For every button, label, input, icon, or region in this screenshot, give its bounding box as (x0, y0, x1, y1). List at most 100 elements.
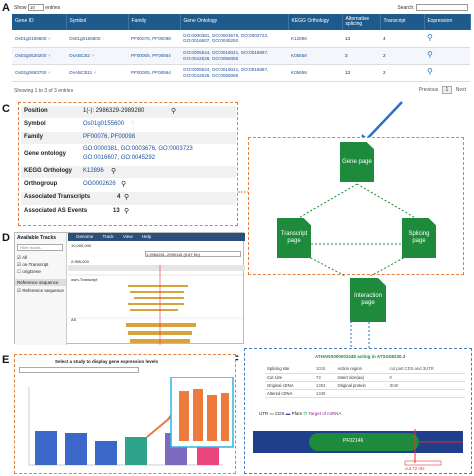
col-family[interactable]: Family (128, 14, 181, 30)
col-expression[interactable]: Expression (424, 14, 471, 30)
kegg-cell[interactable]: K05658 (288, 47, 342, 65)
symbol-link[interactable]: OsABCB11 ♂ (66, 64, 128, 82)
kegg-value[interactable]: K12896 (83, 168, 104, 174)
transcript-page-node[interactable]: Transcript page (277, 218, 311, 258)
go-cell[interactable]: GO:0005524, GO:0016021, GO:0016887, GO:0… (180, 64, 288, 82)
checkbox-icon[interactable]: ☑ (17, 255, 22, 260)
gene-id-text[interactable]: Os02g0530200 (15, 52, 47, 58)
symbol-text[interactable]: OsABCB2 (69, 52, 90, 58)
kegg-cell[interactable]: K12896 (288, 30, 342, 48)
scale-tick: 2,985,000 (71, 259, 89, 264)
page-network-diagram: Gene page Transcript page Splicing page (248, 137, 464, 276)
col-gene-ontology[interactable]: Gene Ontology (180, 14, 289, 30)
go-label: Gene ontology (24, 151, 66, 157)
search-icon[interactable]: ⚲ (124, 208, 130, 215)
next-button[interactable]: Next (455, 87, 466, 93)
filter-tracks-input[interactable]: Filter tracks (17, 244, 63, 251)
expression-cell[interactable]: ⚲ (424, 30, 470, 48)
gene-id-text[interactable]: Os01g0155600 (15, 35, 47, 41)
panel-label-c: C (2, 103, 10, 115)
go-cell[interactable]: GO:0005524, GO:0016021, GO:0016887, GO:0… (180, 47, 288, 65)
track-item-label: os-Transcript (22, 262, 49, 267)
prev-button[interactable]: Previous (418, 87, 439, 93)
menu-track[interactable]: Track (102, 234, 114, 239)
transcripts-row: Associated Transcripts 4 ⚲ (21, 192, 236, 205)
interaction-page-node[interactable]: Interaction page (350, 278, 386, 322)
as-cell: 3 (342, 47, 380, 65)
expression-cell[interactable]: ⚲ (424, 64, 470, 82)
search-icon[interactable]: ⚲ (124, 194, 130, 201)
expression-title: Select a study to display gene expressio… (55, 359, 159, 364)
as-events-label: Associated AS Events (24, 208, 88, 214)
study-select[interactable] (19, 367, 139, 373)
row-key: Altered cDNA (265, 389, 315, 398)
browser-menubar: Genome Track View Help (68, 233, 245, 241)
magnifier-icon[interactable]: ⚲ (427, 33, 433, 42)
entries-select[interactable]: 10 (27, 4, 44, 11)
go-value-line1[interactable]: GO:0000381, GO:0003676, GO:0003723 (83, 146, 193, 152)
search-icon[interactable]: ⚲ (121, 181, 127, 188)
go-value-line2[interactable]: GO:0016607, GO:0045292 (83, 155, 156, 161)
track-item[interactable]: ☑ All (17, 255, 27, 261)
gene-id-link[interactable]: Os02g0530200 ♂ (12, 47, 66, 65)
family-cell[interactable]: PF00076, PF00098 (128, 30, 180, 48)
magnifier-icon[interactable]: ⚲ (427, 50, 433, 60)
tracks-title: Available Tracks (17, 235, 57, 241)
col-transcript[interactable]: Transcript (380, 14, 425, 30)
col-gene-id[interactable]: Gene ID (12, 14, 67, 30)
search-icon[interactable]: ⚲ (171, 108, 177, 115)
row-value: 1353 (314, 381, 336, 390)
checkbox-icon[interactable]: ☑ (17, 288, 22, 293)
family-cell[interactable]: PF00005, PF00664 (128, 64, 180, 82)
gene-search-results: Show 10 entries Search: Gene ID Symbol F… (12, 2, 471, 98)
search-icon[interactable]: ⚲ (111, 168, 117, 175)
search-input[interactable] (416, 4, 468, 11)
row-key (335, 389, 388, 398)
track-item[interactable]: ☑ os-Transcript (17, 262, 48, 268)
gene-page-node[interactable]: Gene page (340, 142, 374, 182)
row-key: Original cDNA (265, 381, 315, 390)
kegg-cell[interactable]: K05658 (288, 64, 342, 82)
gene-id-link[interactable]: Os02g0693700 ♂ (12, 64, 66, 82)
symbol-text[interactable]: OsABCB11 (69, 69, 93, 75)
location-input[interactable]: 1:2984251..2990115 (5.87 Kb) (145, 251, 241, 257)
interaction-connectors (350, 285, 352, 350)
symbol-value[interactable]: Os01g0155600 (83, 121, 125, 127)
scale-tick: 10,000,000 (71, 243, 92, 248)
loading-icon: ◌ (131, 120, 135, 126)
splicing-page-node[interactable]: Splicing page (402, 218, 436, 258)
menu-help[interactable]: Help (141, 234, 152, 239)
col-alt-splicing[interactable]: Alternative splicing (342, 14, 381, 30)
track-item-label: All (22, 255, 28, 260)
checkbox-icon[interactable]: ☐ (17, 269, 22, 274)
checkbox-icon[interactable]: ☑ (17, 262, 22, 267)
symbol-link[interactable]: Os01g0155600 ◌ (66, 30, 128, 48)
symbol-label: Symbol (24, 121, 46, 127)
family-cell[interactable]: PF00005, PF00664 (128, 47, 180, 65)
feature-legend: UTR ▭ CDS ▬ Pfam ⬭ Target of miRNA (259, 411, 342, 416)
track-item[interactable]: ☑ Reference sequence (17, 288, 64, 294)
expression-cell[interactable]: ⚲ (424, 47, 470, 65)
gene-id-text[interactable]: Os02g0693700 (15, 69, 47, 75)
magnifier-icon[interactable]: ⚲ (427, 67, 433, 77)
col-kegg[interactable]: KEGG Orthology (288, 14, 343, 30)
track-item-label: origGene (22, 269, 41, 274)
menu-genome[interactable]: Genome (76, 234, 94, 239)
orthogroup-value[interactable]: OG0002626 (83, 181, 116, 187)
panel-label-d: D (2, 232, 10, 244)
gene-id-link[interactable]: Os01g0155600 ♂ (12, 30, 66, 48)
go-cell[interactable]: GO:0000381, GO:0003676, GO:0003723, GO:0… (180, 30, 288, 48)
track-view[interactable] (68, 265, 245, 345)
gender-icon: ♂ (93, 69, 97, 75)
bar (95, 441, 117, 465)
menu-view[interactable]: View (122, 234, 133, 239)
go-row: Gene ontology GO:0000381, GO:0003676, GO… (21, 145, 236, 165)
symbol-link[interactable]: OsABCB2 ♂ (66, 47, 128, 65)
symbol-text[interactable]: Os01g0155600 (69, 35, 101, 41)
row-key: Insert size(aa) (335, 373, 388, 382)
page-1-button[interactable]: 1 (441, 86, 453, 94)
col-symbol[interactable]: Symbol (66, 14, 129, 30)
track-item[interactable]: ☐ origGene (17, 269, 41, 275)
family-value[interactable]: PF00076, PF00098 (83, 134, 136, 140)
